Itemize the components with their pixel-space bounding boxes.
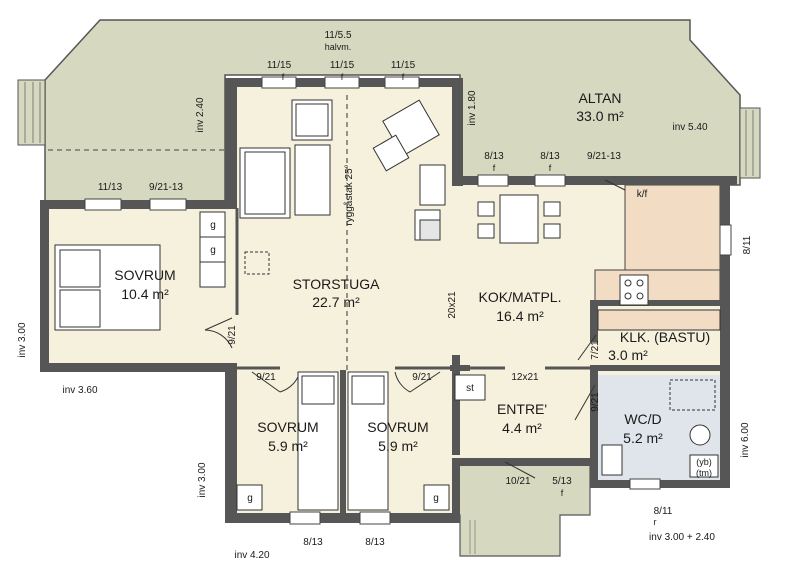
window-8-13-b: 8/13 [540,151,560,162]
window-9-21-13-right: 9/21-13 [587,151,621,162]
klk-area: 3.0 m² [608,347,648,363]
inv-540: inv 5.40 [672,122,707,133]
inv-600: inv 6.00 [740,422,751,457]
top-window-label: 11/5.5 [324,30,351,41]
window-8-11-bottom: 8/11 [654,506,673,517]
entre-area: 4.4 m² [502,420,542,436]
sovrum-a-name: SOVRUM [257,419,318,435]
r-label: r [654,517,657,527]
entre-name: ENTRE' [497,401,547,417]
door-20-21: 20x21 [447,291,458,319]
inv-420: inv 4.20 [234,550,269,561]
sovrum-big-area: 10.4 m² [121,286,169,302]
inv-360: inv 3.60 [62,385,97,396]
g-label-4: g [433,493,439,504]
inv-300-bottom: inv 3.00 [197,462,208,497]
kok-name: KOK/MATPL. [479,289,562,305]
window-11-13: 11/13 [98,182,123,193]
f-label-5: f [549,163,552,173]
door-12-21: 12x21 [511,372,539,383]
yb-label: (yb) [696,457,712,467]
window-11-15-b: 11/15 [330,60,355,71]
g-label-2: g [210,245,216,256]
st-label: st [466,383,474,394]
f-label-6: f [561,488,564,498]
window-11-15-a: 11/15 [267,60,292,71]
kf-label: k/f [637,189,648,200]
deck-right-step [739,107,761,179]
deck-left-step [17,79,46,146]
furniture [54,99,719,511]
window-11-15-c: 11/15 [391,60,416,71]
wc-name: WC/D [624,411,661,427]
sovrum-b-name: SOVRUM [367,419,428,435]
inv-180: inv 1.80 [467,90,478,125]
sovrum-b-area: 5.9 m² [378,438,418,454]
klk-name: KLK. (BASTU) [620,329,710,345]
altan-area: 33.0 m² [576,108,624,124]
door-9-21-c: 9/21 [412,372,432,383]
f-label-4: f [493,163,496,173]
f-label-2: f [341,72,344,82]
kok-area: 16.4 m² [496,308,544,324]
interior-floor [45,80,730,520]
wc-area: 5.2 m² [623,430,663,446]
window-8-11-right: 8/11 [742,235,753,254]
windows [84,76,732,525]
window-9-21-13-left: 9/21-13 [149,182,183,193]
storstuga-area: 22.7 m² [312,294,360,310]
halvm-label: halvm. [325,42,352,52]
g-label-3: g [247,493,253,504]
sovrum-a-area: 5.9 m² [268,438,308,454]
door-9-21-d: 9/21 [590,392,601,412]
window-8-13-a: 8/13 [484,151,504,162]
inv-240: inv 2.40 [195,97,206,132]
altan-name: ALTAN [578,90,621,106]
ryggastak-label: ryggåstak 25° [343,164,355,225]
window-8-13-bottom-a: 8/13 [303,537,323,548]
window-8-13-bottom-b: 8/13 [365,537,385,548]
partitions [235,208,590,370]
plant-dashed [244,251,270,275]
door-7-21: 7/21 [590,340,601,360]
door-10-21: 10/21 [505,476,530,487]
tm-label: (tm) [696,468,712,478]
f-label-3: f [402,72,405,82]
door-9-21-a: 9/21 [227,325,238,345]
window-5-13: 5/13 [552,476,572,487]
inv-bottom: inv 3.00 + 2.40 [649,532,715,543]
inv-300-left: inv 3.00 [17,322,28,357]
shower-dashed [669,379,716,411]
g-label-1: g [210,220,216,231]
storstuga-name: STORSTUGA [293,276,381,292]
f-label-1: f [282,72,285,82]
sovrum-big-name: SOVRUM [114,267,175,283]
door-9-21-b: 9/21 [256,372,276,383]
